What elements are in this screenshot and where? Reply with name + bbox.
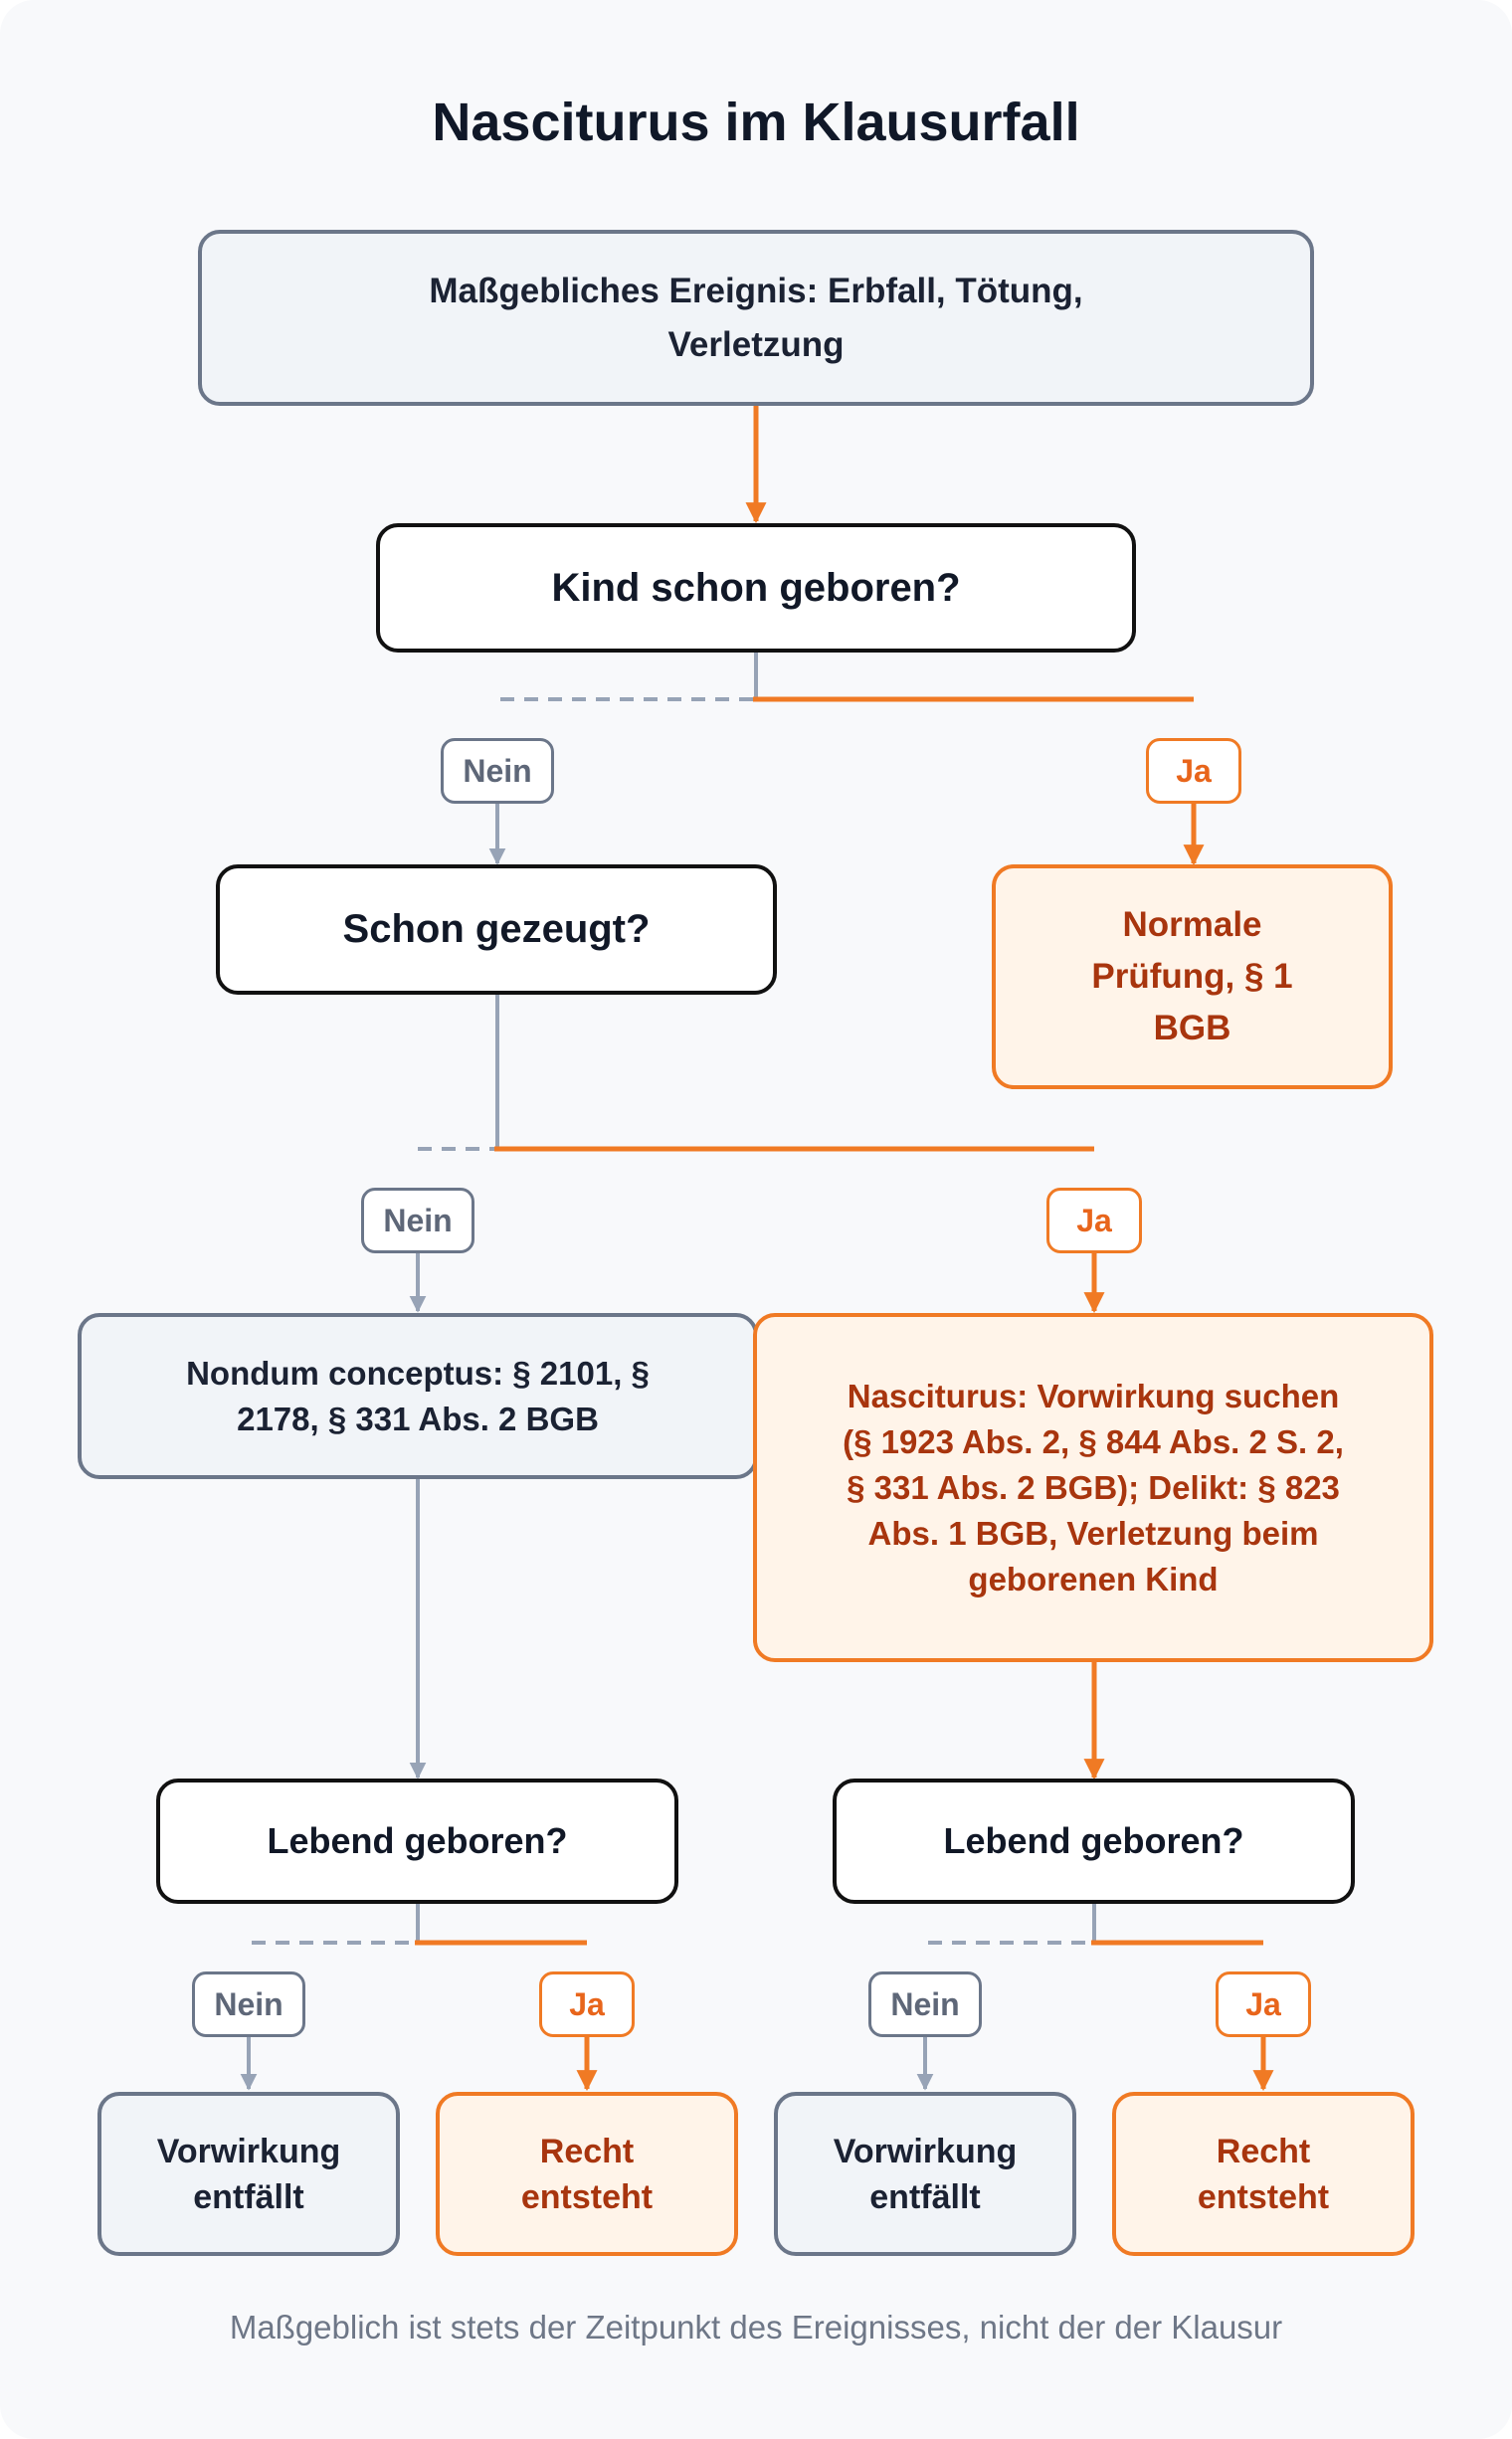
conceived-yes-label: Ja xyxy=(1046,1188,1142,1253)
alive-left-yes-label: Ja xyxy=(539,1971,635,2037)
normal-check-node: Normale Prüfung, § 1 BGB xyxy=(992,864,1393,1089)
arises-left-node: Recht entsteht xyxy=(436,2092,738,2256)
born-no-label: Nein xyxy=(441,738,554,804)
nasciturus-node: Nasciturus: Vorwirkung suchen (§ 1923 Ab… xyxy=(753,1313,1433,1662)
arises-right-text: Recht entsteht xyxy=(1197,2132,1330,2216)
nondum-conceptus-text: Nondum conceptus: § 2101, § 2178, § 331 … xyxy=(186,1354,650,1437)
conceived-question-node: Schon gezeugt? xyxy=(216,864,777,995)
conceived-question-text: Schon gezeugt? xyxy=(342,907,651,951)
alive-left-question-node: Lebend geboren? xyxy=(156,1779,678,1904)
event-text: Maßgebliches Ereignis: Erbfall, Tötung, … xyxy=(429,271,1083,364)
lapses-right-text: Vorwirkung entfällt xyxy=(833,2132,1018,2216)
normal-check-text: Normale Prüfung, § 1 BGB xyxy=(1091,905,1293,1047)
alive-left-no-label: Nein xyxy=(192,1971,305,2037)
conceived-no-label: Nein xyxy=(361,1188,474,1253)
alive-right-question-node: Lebend geboren? xyxy=(833,1779,1355,1904)
alive-right-no-label: Nein xyxy=(868,1971,982,2037)
lapses-right-node: Vorwirkung entfällt xyxy=(774,2092,1076,2256)
footnote: Maßgeblich ist stets der Zeitpunkt des E… xyxy=(229,2309,1283,2345)
nondum-conceptus-node: Nondum conceptus: § 2101, § 2178, § 331 … xyxy=(78,1313,758,1479)
alive-right-question-text: Lebend geboren? xyxy=(943,1820,1244,1861)
diagram-title: Nasciturus im Klausurfall xyxy=(432,93,1080,152)
lapses-left-text: Vorwirkung entfällt xyxy=(156,2132,341,2216)
nasciturus-text: Nasciturus: Vorwirkung suchen (§ 1923 Ab… xyxy=(843,1377,1344,1597)
alive-left-question-text: Lebend geboren? xyxy=(267,1820,568,1861)
arises-left-text: Recht entsteht xyxy=(520,2132,654,2216)
born-question-text: Kind schon geboren? xyxy=(551,565,961,610)
event-node: Maßgebliches Ereignis: Erbfall, Tötung, … xyxy=(198,230,1314,406)
arises-right-node: Recht entsteht xyxy=(1112,2092,1415,2256)
born-yes-label: Ja xyxy=(1146,738,1241,804)
lapses-left-node: Vorwirkung entfällt xyxy=(97,2092,400,2256)
born-question-node: Kind schon geboren? xyxy=(376,523,1136,653)
alive-right-yes-label: Ja xyxy=(1216,1971,1311,2037)
